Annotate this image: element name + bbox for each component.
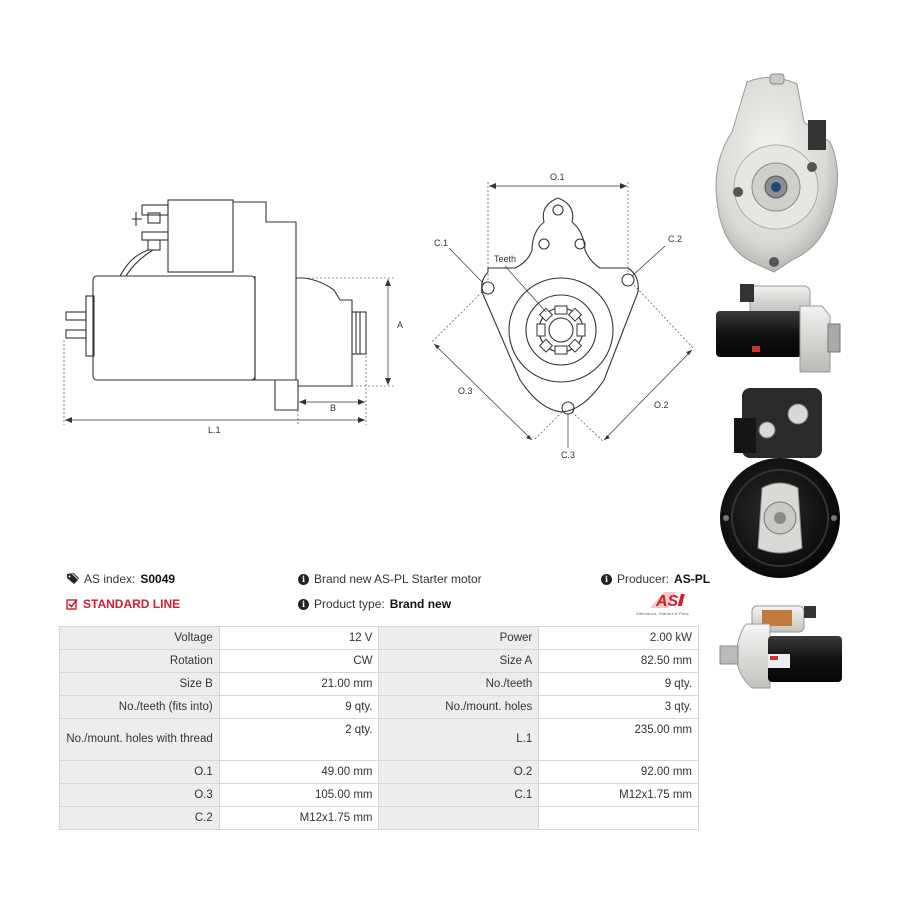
dim-label-a: A bbox=[397, 320, 403, 330]
product-type-value: Brand new bbox=[389, 597, 452, 611]
front-view-drawing: O.1 C.1 C.2 Teeth O.3 O.2 C.3 bbox=[431, 172, 694, 460]
dim-label-teeth: Teeth bbox=[494, 254, 516, 264]
spec-value: 9 qty. bbox=[218, 695, 380, 719]
dim-label-l1: L.1 bbox=[208, 425, 221, 435]
spec-label bbox=[378, 806, 540, 830]
dim-label-c2: C.2 bbox=[668, 234, 682, 244]
spec-label: Power bbox=[378, 626, 540, 650]
logo-text: AS bbox=[655, 593, 679, 610]
spec-value: 2 qty. bbox=[218, 718, 380, 761]
logo-tagline: Alternators, Starters & Parts bbox=[636, 611, 689, 616]
spec-value: 105.00 mm bbox=[218, 783, 380, 807]
spec-value bbox=[538, 806, 699, 830]
dim-label-c1: C.1 bbox=[434, 238, 448, 248]
standard-line: STANDARD LINE bbox=[66, 597, 180, 611]
spec-label: No./mount. holes bbox=[378, 695, 540, 719]
spec-value: 235.00 mm bbox=[538, 718, 699, 761]
spec-row: No./teeth (fits into)9 qty.No./mount. ho… bbox=[59, 695, 699, 719]
spec-value: M12x1.75 mm bbox=[538, 783, 699, 807]
spec-label: Size B bbox=[59, 672, 220, 696]
spec-label: Voltage bbox=[59, 626, 220, 650]
spec-label: O.1 bbox=[59, 760, 220, 784]
product-type: i Product type: Brand new bbox=[298, 597, 451, 611]
checkbox-icon bbox=[66, 598, 78, 610]
spec-label: C.1 bbox=[378, 783, 540, 807]
spec-label: Size A bbox=[378, 649, 540, 673]
info-icon: i bbox=[298, 573, 309, 585]
spec-value: 9 qty. bbox=[538, 672, 699, 696]
spec-value: 21.00 mm bbox=[218, 672, 380, 696]
side-view-drawing: A B L.1 bbox=[63, 199, 403, 435]
dim-label-o2: O.2 bbox=[654, 400, 669, 410]
spec-value: 2.00 kW bbox=[538, 626, 699, 650]
as-index-value: S0049 bbox=[140, 572, 176, 586]
spec-label: No./mount. holes with thread bbox=[59, 718, 220, 761]
spec-value: 92.00 mm bbox=[538, 760, 699, 784]
spec-value: M12x1.75 mm bbox=[218, 806, 380, 830]
tag-icon bbox=[66, 573, 79, 585]
product-photo-side-2[interactable] bbox=[712, 596, 847, 696]
info-icon: i bbox=[601, 573, 612, 585]
spec-label: Rotation bbox=[59, 649, 220, 673]
spec-label: L.1 bbox=[378, 718, 540, 761]
solenoid-body bbox=[167, 199, 234, 273]
as-index-label: AS index: bbox=[84, 572, 136, 586]
product-photo-rear[interactable] bbox=[712, 378, 847, 583]
product-description: i Brand new AS-PL Starter motor bbox=[298, 572, 482, 586]
producer-label: Producer: bbox=[617, 572, 670, 586]
spec-value: 3 qty. bbox=[538, 695, 699, 719]
spec-value: 82.50 mm bbox=[538, 649, 699, 673]
spec-label: No./teeth (fits into) bbox=[59, 695, 220, 719]
spec-label: O.3 bbox=[59, 783, 220, 807]
line-label: STANDARD LINE bbox=[83, 597, 181, 611]
spec-label: No./teeth bbox=[378, 672, 540, 696]
product-photo-front[interactable] bbox=[712, 72, 847, 277]
as-index: AS index: S0049 bbox=[66, 572, 175, 586]
product-type-label: Product type: bbox=[314, 597, 385, 611]
dim-label-b: B bbox=[330, 403, 336, 413]
spec-value: 49.00 mm bbox=[218, 760, 380, 784]
dim-label-c3: C.3 bbox=[561, 450, 575, 460]
as-pl-logo: AS Alternators, Starters & Parts bbox=[636, 590, 700, 620]
spec-label: O.2 bbox=[378, 760, 540, 784]
spec-label: C.2 bbox=[59, 806, 220, 830]
dim-label-o1: O.1 bbox=[550, 172, 565, 182]
info-icon: i bbox=[298, 598, 309, 610]
producer: i Producer: AS-PL bbox=[601, 572, 710, 586]
spec-value: CW bbox=[218, 649, 380, 673]
motor-body bbox=[92, 275, 256, 381]
spec-value: 12 V bbox=[218, 626, 380, 650]
dim-label-o3: O.3 bbox=[458, 386, 473, 396]
description-text: Brand new AS-PL Starter motor bbox=[314, 572, 482, 586]
product-photo-side[interactable] bbox=[712, 276, 847, 376]
producer-value: AS-PL bbox=[674, 572, 711, 586]
